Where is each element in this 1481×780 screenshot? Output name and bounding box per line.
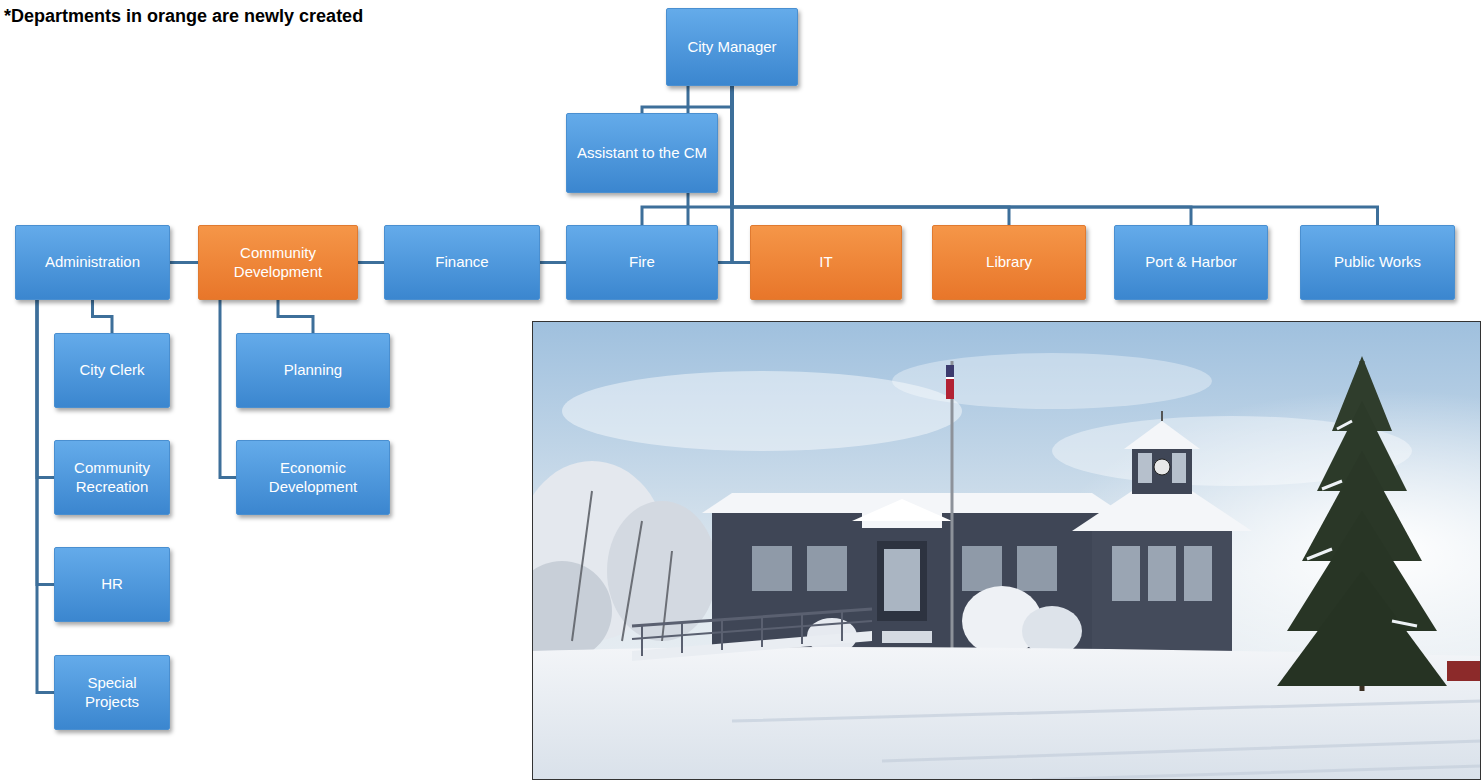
department-box: Public Works	[1300, 225, 1455, 300]
photo-detail	[882, 631, 932, 643]
photo-detail	[1154, 459, 1170, 475]
department-box: IT	[750, 225, 902, 300]
photo-detail	[1124, 421, 1200, 449]
photo-detail	[962, 546, 1002, 591]
photo-detail	[946, 365, 954, 377]
box-label: Public Works	[1334, 253, 1421, 272]
box-label: Community Recreation	[61, 459, 163, 497]
photo-detail	[1184, 546, 1212, 601]
org-connector	[37, 300, 54, 478]
flagpole	[946, 361, 954, 656]
department-box: Administration	[15, 225, 170, 300]
photo-detail	[1132, 446, 1192, 494]
photo-detail	[632, 621, 872, 639]
department-box: Special Projects	[54, 655, 170, 730]
box-label: HR	[101, 575, 123, 594]
box-label: Fire	[629, 253, 655, 272]
photo-detail	[1072, 491, 1252, 531]
department-box: Community Recreation	[54, 440, 170, 515]
box-label: Library	[986, 253, 1032, 272]
box-label: Special Projects	[61, 674, 163, 712]
photo-detail	[1307, 421, 1417, 626]
box-label: Economic Development	[243, 459, 383, 497]
sky	[532, 321, 1481, 780]
photo-detail	[532, 321, 1481, 780]
box-label: Port & Harbor	[1145, 253, 1237, 272]
shrubs	[807, 586, 1082, 656]
photo-detail	[752, 546, 792, 591]
photo-detail	[572, 491, 672, 641]
department-box: Economic Development	[236, 440, 390, 515]
photo-detail	[1161, 411, 1163, 421]
org-connector	[732, 86, 1191, 225]
department-box: City Manager	[666, 8, 798, 86]
photo-detail	[884, 549, 920, 611]
note-text: *Departments in orange are newly created	[4, 6, 363, 27]
photo-detail	[807, 546, 847, 591]
box-label: Finance	[435, 253, 488, 272]
photo-detail	[1017, 546, 1057, 591]
department-box: Port & Harbor	[1114, 225, 1268, 300]
box-label: Planning	[284, 361, 342, 380]
box-label: IT	[819, 253, 832, 272]
photo-detail	[532, 561, 612, 661]
photo-detail	[1447, 661, 1481, 681]
department-box: Assistant to the CM	[566, 113, 718, 193]
department-box: Finance	[384, 225, 540, 300]
photo-detail	[852, 499, 952, 521]
department-box: Community Development	[198, 225, 358, 300]
photo-detail	[1148, 546, 1176, 601]
photo-detail	[951, 361, 954, 656]
org-connector	[37, 300, 54, 585]
org-connector	[732, 86, 1378, 225]
org-connector	[278, 300, 313, 333]
photo-detail	[1277, 571, 1447, 686]
org-connector	[37, 300, 54, 693]
photo-detail	[1112, 546, 1140, 601]
photo-detail	[1092, 521, 1232, 651]
parked-car	[1447, 661, 1481, 681]
photo-border	[533, 322, 1481, 780]
photo-detail	[877, 541, 927, 621]
photo-detail	[946, 365, 954, 399]
photo-detail	[732, 701, 1481, 780]
org-connector	[220, 300, 236, 478]
org-connector	[732, 86, 1009, 225]
department-box: Planning	[236, 333, 390, 408]
org-connector	[93, 300, 113, 333]
box-label: Administration	[45, 253, 140, 272]
box-label: Assistant to the CM	[577, 144, 707, 163]
department-box: HR	[54, 547, 170, 622]
box-label: City Clerk	[79, 361, 144, 380]
box-label: Community Development	[205, 244, 351, 282]
photo-detail	[1172, 453, 1186, 483]
photo-detail	[642, 611, 842, 656]
photo-detail	[1138, 453, 1152, 483]
department-box: Library	[932, 225, 1086, 300]
department-box: City Clerk	[54, 333, 170, 408]
city-hall-photo	[532, 321, 1481, 780]
department-box: Fire	[566, 225, 718, 300]
frosted-trees-left	[532, 461, 717, 661]
box-label: City Manager	[687, 38, 776, 57]
photo-detail	[532, 321, 1481, 780]
spruce-tree	[1277, 356, 1447, 691]
ramp-railing	[632, 609, 932, 661]
